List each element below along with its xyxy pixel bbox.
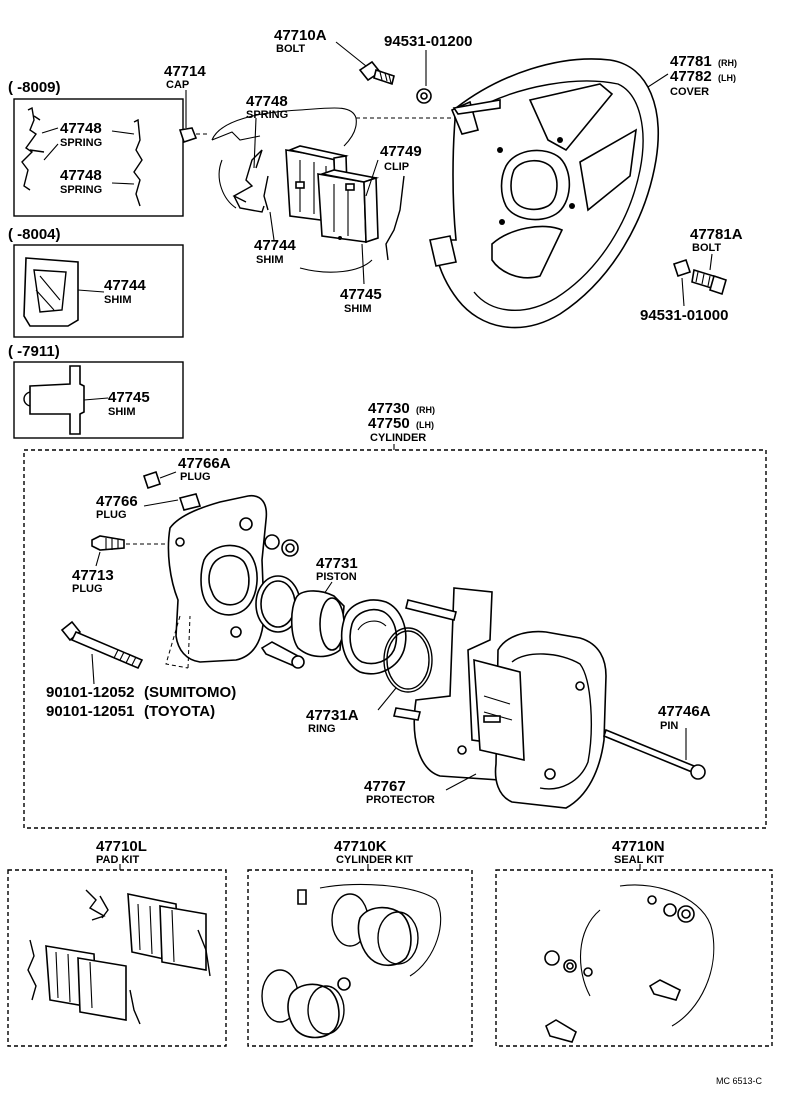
label-47782-suffix: (LH) [718,73,736,83]
label-47745-name: SHIM [344,303,372,315]
inset-8009: ( -8009) 47748 SPRING 47748 SPRING [8,79,184,217]
label-47710A-name: BOLT [276,43,305,55]
label-47781A-name: BOLT [692,242,721,254]
dust-cover-group: 47781 (RH) 47782 (LH) COVER [429,53,737,329]
bolt-47710A-group: 47710A BOLT 94531-01200 [274,27,472,104]
label-47713-name: PLUG [72,583,103,595]
label-47750-suffix: (LH) [416,420,434,430]
inset-8004-range: ( -8004) [8,226,61,243]
kit-cylinder-num: 47710K [334,838,387,855]
label-toyota: (TOYOTA) [144,703,215,720]
cylinder-assembly: 47730 (RH) 47750 (LH) CYLINDER 47766A PL… [23,400,767,829]
label-47745-num: 47745 [340,286,382,303]
label-47746A-num: 47746A [658,703,711,720]
label-47731A-num: 47731A [306,707,359,724]
ring-47731A [383,627,433,693]
label-47781-num: 47781 [670,53,712,70]
inset-7911-label-name: SHIM [108,406,136,418]
plug-47713 [91,535,125,551]
inset-8009-label1-num: 47748 [60,120,102,137]
label-47750-num: 47750 [368,415,410,432]
inset-8009-label2-name: SPRING [60,184,102,196]
label-47748-num: 47748 [246,93,288,110]
inset-8009-range: ( -8009) [8,79,61,96]
inset-8004-label-name: SHIM [104,294,132,306]
kit-cylinder-name: CYLINDER KIT [336,854,413,866]
label-47730-suffix: (RH) [416,405,435,415]
label-47713-num: 47713 [72,567,114,584]
kit-pad-num: 47710L [96,838,147,855]
label-47730-num: 47730 [368,400,410,417]
label-47749-name: CLIP [384,161,409,173]
label-47766-num: 47766 [96,493,138,510]
top-pads-group: 47714 CAP 47748 SPRING 47749 [164,63,470,315]
label-47744-name: SHIM [256,254,284,266]
plug-47766A [142,470,162,490]
footer-code: MC 6513-C [716,1076,763,1086]
label-90101-12051: 90101-12051 [46,703,134,720]
inset-8009-label2-num: 47748 [60,167,102,184]
label-47767-name: PROTECTOR [366,794,435,806]
label-47766-name: PLUG [96,509,127,521]
washer-94531-01000 [672,258,692,278]
cap-47714 [178,127,198,144]
inset-7911-range: ( -7911) [8,343,60,360]
label-47766A-name: PLUG [180,471,211,483]
bolt-47781A-group: 47781A BOLT 94531-01000 [640,226,743,324]
label-47766A-num: 47766A [178,455,231,472]
brake-pad-2 [317,173,367,243]
inset-7911-label-num: 47745 [108,389,150,406]
label-47714-num: 47714 [164,63,206,80]
plug-47766 [178,493,202,511]
kit-seal-name: SEAL KIT [614,854,664,866]
label-47781A-num: 47781A [690,226,743,243]
cylinder-kit: 47710K CYLINDER KIT [247,838,473,1047]
label-47731-name: PISTON [316,571,357,583]
label-94531-01200: 94531-01200 [384,33,472,50]
label-47781-suffix: (RH) [718,58,737,68]
label-47714-name: CAP [166,79,189,91]
inset-8009-label1-name: SPRING [60,137,102,149]
pad-kit: 47710L PAD KIT [7,838,227,1047]
label-47731-num: 47731 [316,555,358,572]
label-47746A-name: PIN [660,720,678,732]
label-47782-num: 47782 [670,68,712,85]
label-47767-num: 47767 [364,778,406,795]
inset-8004: ( -8004) 47744 SHIM [8,226,184,338]
label-sumitomo: (SUMITOMO) [144,684,236,701]
label-cover-name: COVER [670,86,709,98]
inset-7911: ( -7911) 47745 SHIM [8,343,184,439]
label-90101-12052: 90101-12052 [46,684,134,701]
label-94531-01000: 94531-01000 [640,307,728,324]
inset-8004-label-num: 47744 [104,277,146,294]
seal-kit: 47710N SEAL KIT [495,838,773,1047]
pin-47746A [603,728,695,774]
label-47744-num: 47744 [254,237,296,254]
torque-plate [413,587,501,781]
label-47749-num: 47749 [380,143,422,160]
label-47710A-num: 47710A [274,27,327,44]
caliper-outer-body [494,630,607,809]
kit-pad-name: PAD KIT [96,854,139,866]
kit-seal-num: 47710N [612,838,665,855]
label-cylinder-name: CYLINDER [370,432,426,444]
label-47731A-name: RING [308,723,336,735]
